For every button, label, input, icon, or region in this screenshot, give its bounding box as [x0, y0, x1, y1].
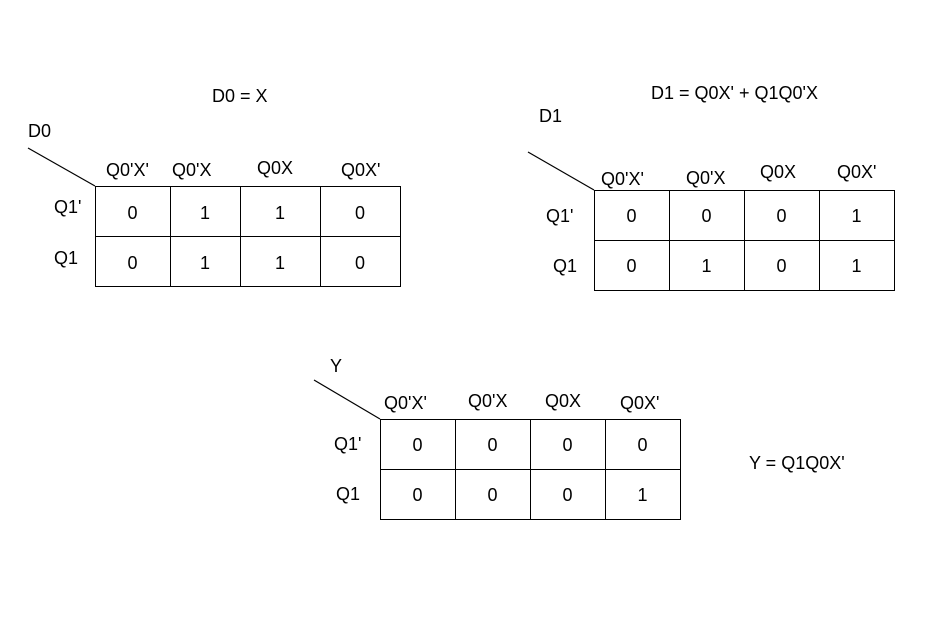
col-header-d1-1: Q0'X	[686, 168, 726, 188]
cell-d0-1-3: 0	[354, 253, 365, 273]
equation-y: Y = Q1Q0X'	[749, 453, 845, 473]
cell-d1-1-1: 1	[701, 256, 712, 276]
cell-d1-1-3: 1	[851, 256, 862, 276]
cell-d0-1-0: 0	[127, 253, 138, 273]
equation-d1: D1 = Q0X' + Q1Q0'X	[651, 83, 818, 103]
col-header-y-3: Q0X'	[620, 393, 660, 413]
diagonal-d0	[27, 147, 96, 187]
map-var-label-d0: D0	[28, 121, 52, 141]
cell-y-0-3: 0	[637, 435, 648, 455]
map-var-label-d1: D1	[539, 106, 563, 126]
equation-d0: D0 = X	[212, 86, 268, 106]
grid-line	[594, 240, 895, 241]
cell-d0-1-2: 1	[274, 253, 285, 273]
col-header-d0-3: Q0X'	[341, 160, 381, 180]
col-header-y-2: Q0X	[545, 391, 582, 411]
row-header-d0-0: Q1'	[54, 197, 82, 217]
cell-d1-0-1: 0	[701, 206, 712, 226]
col-header-d1-3: Q0X'	[837, 162, 877, 182]
col-header-d0-2: Q0X	[257, 158, 294, 178]
cell-y-0-1: 0	[487, 435, 498, 455]
grid-line	[380, 469, 681, 470]
cell-d0-1-1: 1	[199, 253, 210, 273]
cell-d0-0-1: 1	[199, 203, 210, 223]
row-header-d0-1: Q1	[54, 248, 79, 268]
cell-y-1-3: 1	[637, 485, 648, 505]
cell-d1-0-0: 0	[626, 206, 637, 226]
cell-d1-0-2: 0	[776, 206, 787, 226]
map-var-label-y: Y	[330, 356, 343, 376]
col-header-y-1: Q0'X	[468, 391, 508, 411]
row-header-y-1: Q1	[336, 484, 361, 504]
cell-d1-1-2: 0	[776, 256, 787, 276]
row-header-d1-1: Q1	[553, 256, 578, 276]
grid-line	[95, 236, 401, 237]
col-header-d0-0: Q0'X'	[106, 160, 149, 180]
cell-d0-0-3: 0	[354, 203, 365, 223]
cell-y-1-2: 0	[562, 485, 573, 505]
col-header-d1-0: Q0'X'	[601, 169, 644, 189]
diagonal-y	[313, 379, 381, 420]
col-header-y-0: Q0'X'	[384, 393, 427, 413]
cell-d0-0-2: 1	[274, 203, 285, 223]
cell-d0-0-0: 0	[127, 203, 138, 223]
row-header-d1-0: Q1'	[546, 206, 574, 226]
cell-d1-1-0: 0	[626, 256, 637, 276]
cell-y-0-0: 0	[412, 435, 423, 455]
cell-y-1-0: 0	[412, 485, 423, 505]
cell-y-1-1: 0	[487, 485, 498, 505]
col-header-d1-2: Q0X	[760, 162, 797, 182]
cell-y-0-2: 0	[562, 435, 573, 455]
row-header-y-0: Q1'	[334, 434, 362, 454]
cell-d1-0-3: 1	[851, 206, 862, 226]
col-header-d0-1: Q0'X	[172, 160, 212, 180]
diagonal-d1	[527, 151, 595, 191]
